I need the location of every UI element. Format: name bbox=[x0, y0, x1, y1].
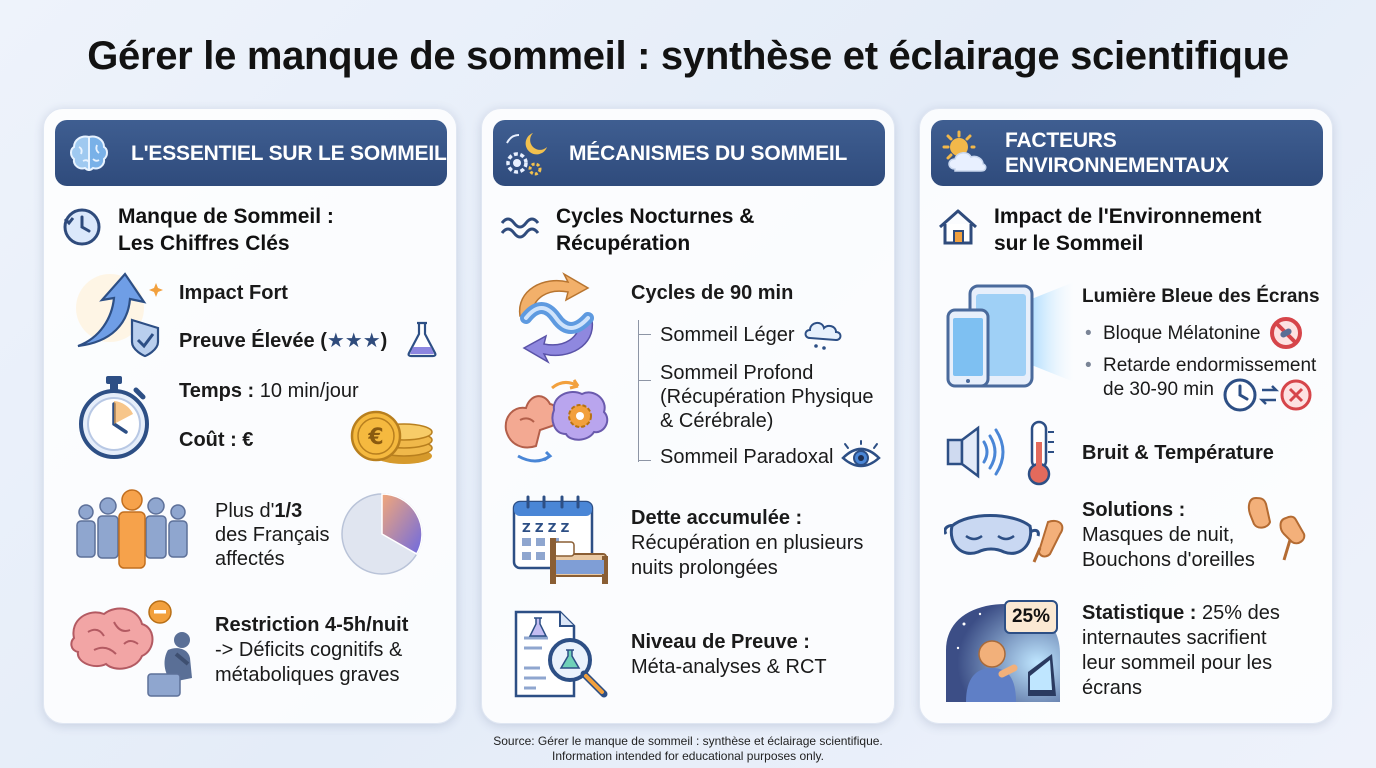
section-subtitle: Cycles Nocturnes & Récupération bbox=[498, 203, 878, 261]
people-group-icon bbox=[76, 489, 188, 569]
debt-line3: nuits prolongées bbox=[631, 557, 778, 579]
subtitle-text: Cycles Nocturnes & Récupération bbox=[556, 205, 755, 255]
stat-line2: internautes sacrifient bbox=[1082, 627, 1267, 649]
restriction-line2: -> Déficits cognitifs & bbox=[215, 639, 403, 661]
card-header-title: FACTEURS ENVIRONNEMENTAUX bbox=[1005, 128, 1229, 178]
brain-person-icon bbox=[70, 600, 192, 697]
bullet-delay-line1: Retarde endormissement bbox=[1103, 355, 1317, 376]
solutions-title: Solutions : bbox=[1082, 499, 1186, 521]
card-header: MÉCANISMES DU SOMMEIL bbox=[493, 120, 885, 186]
card-header-line1: FACTEURS bbox=[1005, 129, 1117, 152]
card-header-title: MÉCANISMES DU SOMMEIL bbox=[569, 141, 848, 165]
stage-deep-2: (Récupération Physique bbox=[660, 386, 874, 408]
proof-line2: Méta-analyses & RCT bbox=[631, 656, 827, 678]
stat-badge-text: 25% bbox=[1011, 606, 1051, 627]
share-prefix: Plus d' bbox=[215, 500, 275, 522]
stat-badge: 25% bbox=[1004, 600, 1058, 634]
sleep-cycle-icon bbox=[518, 272, 594, 364]
tree-tick bbox=[639, 460, 651, 461]
time-value: 10 min/jour bbox=[254, 380, 359, 402]
bullet-dot: • bbox=[1085, 323, 1092, 344]
card-header: L'ESSENTIEL SUR LE SOMMEIL bbox=[55, 120, 447, 186]
clock-refresh-icon bbox=[63, 208, 101, 246]
debt-title: Dette accumulée : bbox=[631, 507, 803, 529]
eye-icon bbox=[841, 440, 881, 468]
proof-title: Niveau de Preuve : bbox=[631, 631, 810, 653]
flask-icon bbox=[407, 321, 437, 358]
bullet-melatonin: Bloque Mélatonine bbox=[1103, 323, 1261, 344]
share-line1: Plus d'1/3 bbox=[215, 499, 302, 524]
stat-line4: écrans bbox=[1082, 677, 1143, 699]
solutions-line2: Masques de nuit, bbox=[1082, 524, 1235, 546]
pie-share-slice bbox=[381, 493, 423, 555]
stage-deep-1: Sommeil Profond bbox=[660, 362, 814, 384]
evidence-prefix: Preuve Élevée ( bbox=[179, 330, 327, 352]
tree-tick bbox=[639, 334, 651, 335]
impact-label: Impact Fort bbox=[179, 282, 288, 304]
blue-light-title: Lumière Bleue des Écrans bbox=[1082, 286, 1320, 307]
restriction-title: Restriction 4-5h/nuit bbox=[215, 614, 409, 636]
svg-text:€: € bbox=[367, 425, 383, 450]
stat-line3: leur sommeil pour les bbox=[1082, 652, 1273, 674]
muscle-brain-icon bbox=[504, 379, 609, 463]
stage-rem: Sommeil Paradoxal bbox=[660, 446, 834, 468]
sun-cloud-icon bbox=[942, 130, 987, 172]
footer-source: Source: Gérer le manque de sommeil : syn… bbox=[0, 734, 1376, 764]
stat-value: 25% des bbox=[1196, 602, 1280, 624]
restriction-line3: métaboliques graves bbox=[215, 664, 400, 686]
wave-icon bbox=[500, 217, 540, 239]
evidence-suffix: ) bbox=[380, 330, 388, 352]
share-pie-chart bbox=[341, 493, 423, 575]
bullet-delay-line2: de 30-90 min bbox=[1103, 379, 1214, 400]
document-magnifier-icon bbox=[514, 610, 608, 698]
stat-title: Statistique : bbox=[1082, 602, 1197, 624]
time-label: Temps : 10 min/jour bbox=[179, 379, 359, 404]
stopwatch-icon bbox=[79, 376, 149, 459]
clock-cancel-icon bbox=[1223, 378, 1312, 412]
brain-icon bbox=[70, 135, 108, 172]
card-header-line2: ENVIRONNEMENTAUX bbox=[1005, 154, 1229, 177]
evidence-label: Preuve Élevée (★★★) bbox=[179, 329, 387, 354]
footer-line2: Information intended for educational pur… bbox=[552, 749, 824, 763]
share-value: 1/3 bbox=[274, 500, 303, 522]
earplugs-icon bbox=[1247, 496, 1306, 561]
cloud-icon bbox=[804, 322, 842, 350]
card-header: FACTEURS ENVIRONNEMENTAUX bbox=[931, 120, 1323, 186]
footer-line1: Source: Gérer le manque de sommeil : syn… bbox=[493, 734, 883, 748]
share-line3: affectés bbox=[215, 548, 285, 570]
tree-tick bbox=[639, 380, 651, 381]
arrow-shield-icon bbox=[76, 272, 163, 358]
noise-title: Bruit & Température bbox=[1082, 442, 1274, 464]
cycles-title: Cycles de 90 min bbox=[631, 282, 794, 304]
cost-label: Coût : € bbox=[179, 429, 254, 451]
subtitle-text: Manque de Sommeil : Les Chiffres Clés bbox=[118, 205, 334, 255]
gears-moon-icon bbox=[506, 133, 547, 176]
stage-light: Sommeil Léger bbox=[660, 324, 795, 346]
subtitle-text: Impact de l'Environnement sur le Sommeil bbox=[994, 205, 1262, 255]
sleep-mask-earplugs-icon bbox=[944, 514, 1064, 563]
page-title: Gérer le manque de sommeil : synthèse et… bbox=[87, 34, 1289, 78]
devices-blue-light-icon bbox=[946, 282, 1074, 388]
sleep-stages-tree bbox=[638, 320, 654, 462]
share-line2: des Français bbox=[215, 524, 330, 546]
stage-deep-3: & Cérébrale) bbox=[660, 410, 774, 432]
calendar-bed-icon: Z Z Z Z bbox=[512, 495, 608, 584]
debt-line2: Récupération en plusieurs bbox=[631, 532, 864, 554]
speaker-thermometer-icon bbox=[946, 420, 1054, 486]
card-header-title: L'ESSENTIEL SUR LE SOMMEIL bbox=[131, 141, 447, 165]
evidence-stars: ★★★ bbox=[326, 330, 381, 352]
section-subtitle: Impact de l'Environnement sur le Sommeil bbox=[936, 203, 1316, 261]
bullet-dot: • bbox=[1085, 355, 1092, 376]
coins-icon: € bbox=[350, 410, 433, 464]
time-label-key: Temps : bbox=[179, 380, 255, 402]
section-subtitle: Manque de Sommeil : Les Chiffres Clés bbox=[60, 203, 440, 261]
stat-line1: Statistique : 25% des bbox=[1082, 601, 1280, 626]
calendar-zzz: Z Z Z Z bbox=[522, 521, 570, 535]
solutions-line3: Bouchons d'oreilles bbox=[1082, 549, 1255, 571]
house-icon bbox=[939, 209, 977, 245]
prohibited-icon bbox=[1270, 317, 1302, 349]
